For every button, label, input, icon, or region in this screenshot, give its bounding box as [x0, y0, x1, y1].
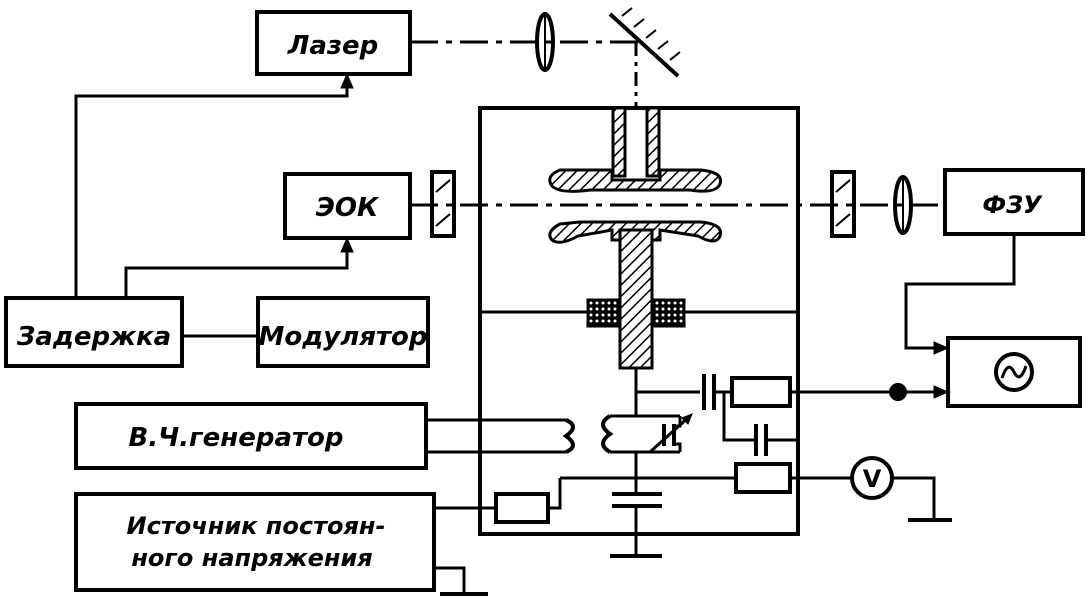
voltmeter-resistor [734, 462, 792, 494]
wire-delay-laser [74, 74, 349, 298]
oscilloscope-block [946, 336, 1082, 408]
transformer-secondary-coil [601, 414, 614, 454]
dc-resistor [494, 492, 550, 524]
voltmeter-label: V [863, 465, 882, 493]
dc-source-label-line2: ного напряжения [131, 544, 372, 572]
oscilloscope-screen-icon [994, 352, 1034, 392]
dc-source-label-line1: Источник постоян- [127, 512, 386, 540]
fzu-label: ФЗУ [982, 191, 1043, 219]
connector-icon [889, 383, 907, 401]
modulator-label: Модулятор [259, 322, 428, 352]
mirror-icon [608, 7, 681, 78]
rf-generator-block [74, 402, 428, 470]
delay-label: Задержка [16, 322, 171, 352]
upper-electrode-disk [548, 168, 723, 193]
vacuum-chamber [478, 106, 800, 536]
wire-delay-eok [124, 238, 349, 298]
dc-source-block [74, 492, 436, 592]
eok-label: ЭОК [316, 193, 380, 223]
wire-fzu-oscilloscope [904, 234, 1016, 350]
transformer-primary-coil [562, 418, 575, 454]
polarizer-right [830, 170, 856, 238]
load-resistor [730, 376, 792, 408]
laser-label: Лазер [287, 31, 379, 61]
polarizer-left [430, 170, 456, 238]
rf-generator-label: В.Ч.генератор [128, 423, 343, 453]
delay-block [4, 296, 184, 368]
modulator-block [256, 296, 430, 368]
upper-electrode-tube [611, 106, 661, 178]
insulator [586, 298, 622, 328]
lower-electrode-rod [618, 228, 654, 370]
